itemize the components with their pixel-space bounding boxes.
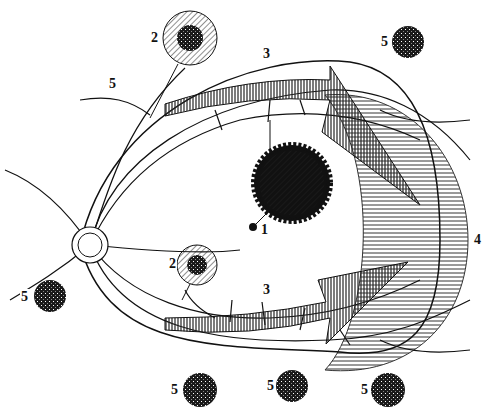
callout-number: 3 — [262, 282, 271, 297]
macular-lesion — [254, 145, 330, 221]
leader-line — [182, 284, 190, 300]
optic-disc — [72, 227, 108, 263]
fundus-outline — [80, 61, 440, 353]
dark-spot — [276, 370, 308, 402]
callout-number: 5 — [20, 289, 29, 304]
optic-cup — [78, 233, 102, 257]
dark-spot — [34, 280, 66, 312]
callout-number: 1 — [260, 222, 269, 237]
leader-line — [150, 64, 178, 118]
vessels — [5, 68, 470, 352]
lesion-core — [177, 25, 203, 51]
black-dot — [249, 223, 257, 231]
callout-number: 5 — [380, 34, 389, 49]
lesion-core — [187, 255, 207, 275]
dark-spot — [371, 373, 405, 407]
hatched-lesion — [163, 11, 217, 65]
callout-number: 2 — [168, 256, 177, 271]
callout-number: 5 — [266, 378, 275, 393]
dark-spot — [392, 26, 424, 58]
dark-spot — [183, 373, 217, 407]
hatched-lesion — [177, 245, 217, 285]
callout-number: 5 — [360, 382, 369, 397]
callout-number: 5 — [170, 382, 179, 397]
callout-number: 4 — [473, 232, 482, 247]
callout-number: 2 — [150, 30, 159, 45]
callout-number: 5 — [108, 76, 117, 91]
callout-number: 3 — [262, 46, 271, 61]
